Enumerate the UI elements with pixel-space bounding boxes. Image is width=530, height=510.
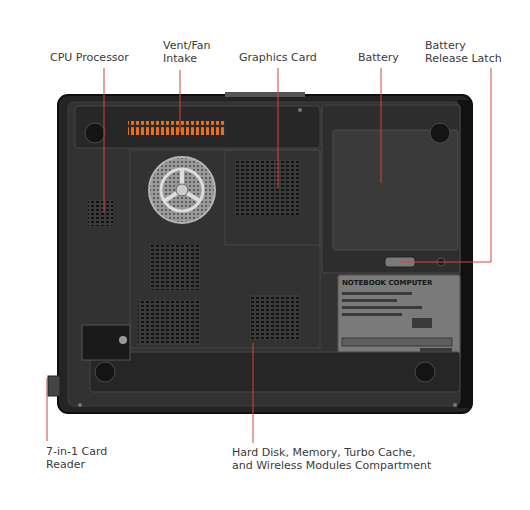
sticker-text: NOTEBOOK COMPUTER [342, 279, 432, 288]
part-label: 7-in-1 Card Reader [46, 445, 112, 471]
part-label: Graphics Card [239, 51, 317, 64]
part-label: Vent/Fan Intake [163, 39, 225, 65]
part-label: CPU Processor [50, 51, 129, 64]
part-label: Hard Disk, Memory, Turbo Cache, and Wire… [232, 446, 437, 472]
leader-lines [47, 68, 491, 443]
part-label: Battery Release Latch [425, 39, 507, 65]
part-label: Battery [358, 51, 399, 64]
